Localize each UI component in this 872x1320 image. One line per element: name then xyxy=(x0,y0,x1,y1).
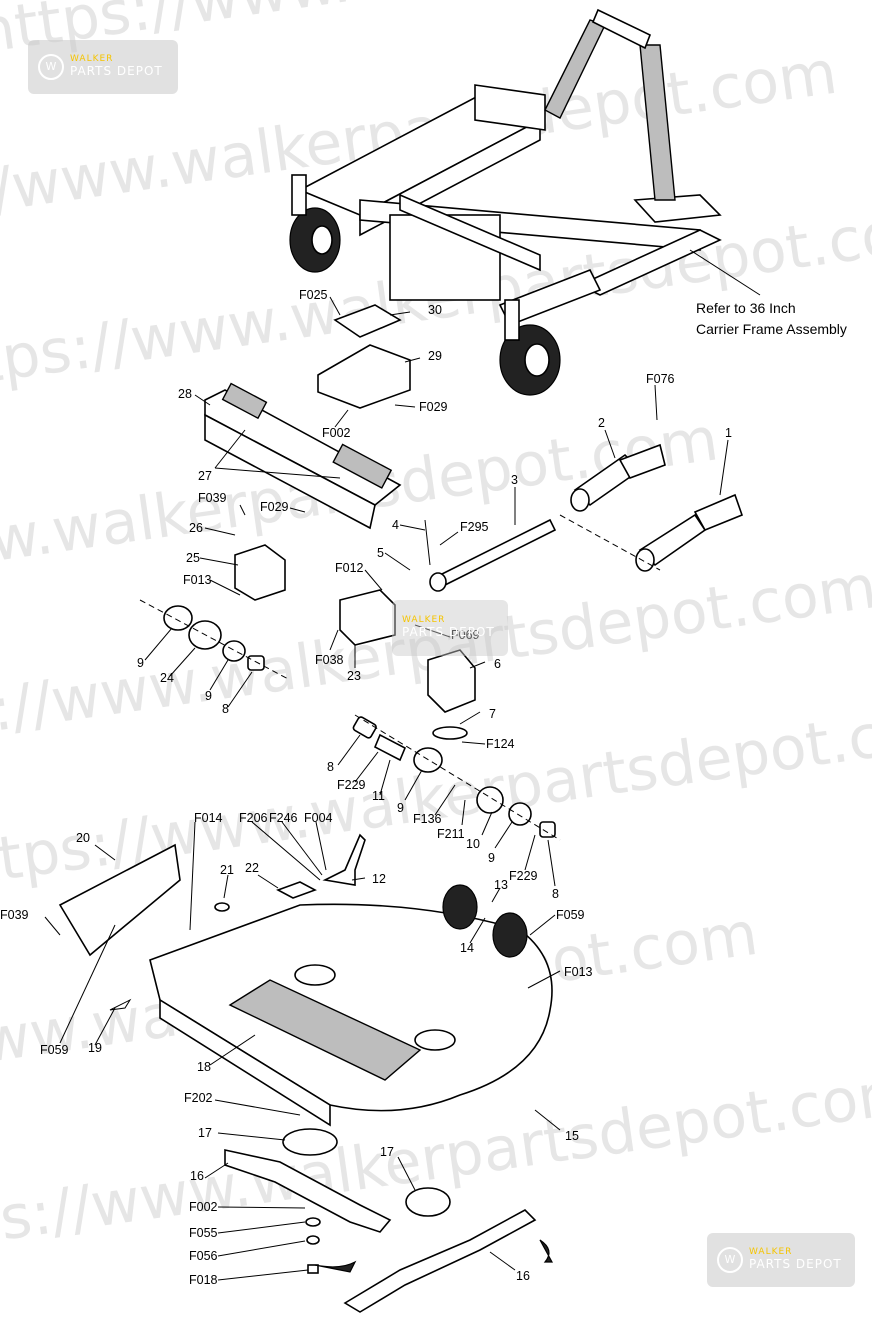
callout-16-b: 16 xyxy=(516,1269,530,1283)
callout-17-a: 17 xyxy=(198,1126,212,1140)
callout-9-d: 9 xyxy=(488,851,495,865)
driveshafts xyxy=(424,443,744,592)
callout-F004: F004 xyxy=(304,811,333,825)
part-20-deflector xyxy=(58,843,181,957)
callout-F229-b: F229 xyxy=(509,869,538,883)
callout-16-a: 16 xyxy=(190,1169,204,1183)
walker-logo-icon: W xyxy=(717,1247,743,1273)
callout-F056: F056 xyxy=(189,1249,218,1263)
callout-7: 7 xyxy=(489,707,496,721)
callout-8-c: 8 xyxy=(552,887,559,901)
callout-6: 6 xyxy=(494,657,501,671)
callout-26: 26 xyxy=(189,521,203,535)
callout-F039-a: F039 xyxy=(198,491,227,505)
callout-24: 24 xyxy=(160,671,174,685)
watermark-logo-bottom: W WALKER PARTS DEPOT xyxy=(707,1233,855,1287)
callout-labels: 1 2 3 4 5 6 7 8 8 8 9 9 9 9 10 11 12 13 … xyxy=(0,288,732,1287)
callout-F002-b: F002 xyxy=(189,1200,218,1214)
carrier-frame-note-line2: Carrier Frame Assembly xyxy=(696,321,847,337)
callout-9-a: 9 xyxy=(137,656,144,670)
callout-F206: F206 xyxy=(239,811,268,825)
callout-F246: F246 xyxy=(269,811,298,825)
callout-F025: F025 xyxy=(299,288,328,302)
walker-logo-icon: W xyxy=(38,54,64,80)
callout-F059-a: F059 xyxy=(40,1043,69,1057)
callout-F038: F038 xyxy=(315,653,344,667)
mower-deck xyxy=(149,903,553,1127)
callout-18: 18 xyxy=(197,1060,211,1074)
callout-F013-a: F013 xyxy=(183,573,212,587)
callout-21: 21 xyxy=(220,863,234,877)
callout-20: 20 xyxy=(76,831,90,845)
logo-brand: WALKER xyxy=(749,1247,793,1258)
callout-14: 14 xyxy=(460,941,474,955)
callout-30: 30 xyxy=(428,303,442,317)
callout-F295: F295 xyxy=(460,520,489,534)
callout-F055: F055 xyxy=(189,1226,218,1240)
callout-11: 11 xyxy=(372,789,385,803)
callout-28: 28 xyxy=(178,387,192,401)
callout-3: 3 xyxy=(511,473,518,487)
callout-F124: F124 xyxy=(486,737,515,751)
part-12-bracket xyxy=(322,833,366,886)
leader-lines xyxy=(44,296,729,1281)
watermark-logo-middle: WALKER PARTS DEPOT xyxy=(392,600,508,656)
callout-F018: F018 xyxy=(189,1273,218,1287)
part-22-plate xyxy=(276,881,317,899)
callout-F039-b: F039 xyxy=(0,908,29,922)
callout-4: 4 xyxy=(392,518,399,532)
callout-12: 12 xyxy=(372,872,386,886)
callout-17-b: 17 xyxy=(380,1145,394,1159)
callout-F229-a: F229 xyxy=(337,778,366,792)
gauge-wheels xyxy=(442,884,528,958)
callout-1: 1 xyxy=(725,426,732,440)
callout-F014: F014 xyxy=(194,811,223,825)
callout-23: 23 xyxy=(347,669,361,683)
callout-13: 13 xyxy=(494,878,508,892)
blades-and-hubs xyxy=(224,1128,554,1313)
callout-8-a: 8 xyxy=(222,702,229,716)
callout-F029-a: F029 xyxy=(419,400,448,414)
callout-15: 15 xyxy=(565,1129,579,1143)
part-19-pin xyxy=(109,998,132,1011)
callout-F029-b: F029 xyxy=(260,500,289,514)
callout-2: 2 xyxy=(598,416,605,430)
callout-22: 22 xyxy=(245,861,259,875)
callout-19: 19 xyxy=(88,1041,102,1055)
callout-F013-b: F013 xyxy=(564,965,593,979)
cover-parts xyxy=(204,304,411,530)
callout-F012: F012 xyxy=(335,561,364,575)
part-21-washer xyxy=(214,902,230,912)
callout-29: 29 xyxy=(428,349,442,363)
logo-name: PARTS DEPOT xyxy=(749,1257,842,1272)
callout-27: 27 xyxy=(198,469,212,483)
callout-9-b: 9 xyxy=(205,689,212,703)
logo-brand: WALKER xyxy=(402,615,446,626)
callout-5: 5 xyxy=(377,546,384,560)
carrier-frame xyxy=(289,8,761,396)
callout-F059-b: F059 xyxy=(556,908,585,922)
callout-F211: F211 xyxy=(437,827,465,841)
callout-F002-a: F002 xyxy=(322,426,351,440)
logo-brand: WALKER xyxy=(70,54,114,65)
callout-F076: F076 xyxy=(646,372,675,386)
gearboxes xyxy=(234,544,476,740)
callout-F069: F069 xyxy=(451,628,480,642)
carrier-frame-note-line1: Refer to 36 Inch xyxy=(696,300,796,316)
logo-name: PARTS DEPOT xyxy=(70,64,163,79)
callout-10: 10 xyxy=(466,837,480,851)
watermark-logo-top: W WALKER PARTS DEPOT xyxy=(28,40,178,94)
callout-25: 25 xyxy=(186,551,200,565)
bearings-seals xyxy=(139,599,561,841)
callout-9-c: 9 xyxy=(397,801,404,815)
callout-8-b: 8 xyxy=(327,760,334,774)
callout-F202: F202 xyxy=(184,1091,213,1105)
callout-F136: F136 xyxy=(413,812,442,826)
logo-name: PARTS DEPOT xyxy=(402,625,495,640)
